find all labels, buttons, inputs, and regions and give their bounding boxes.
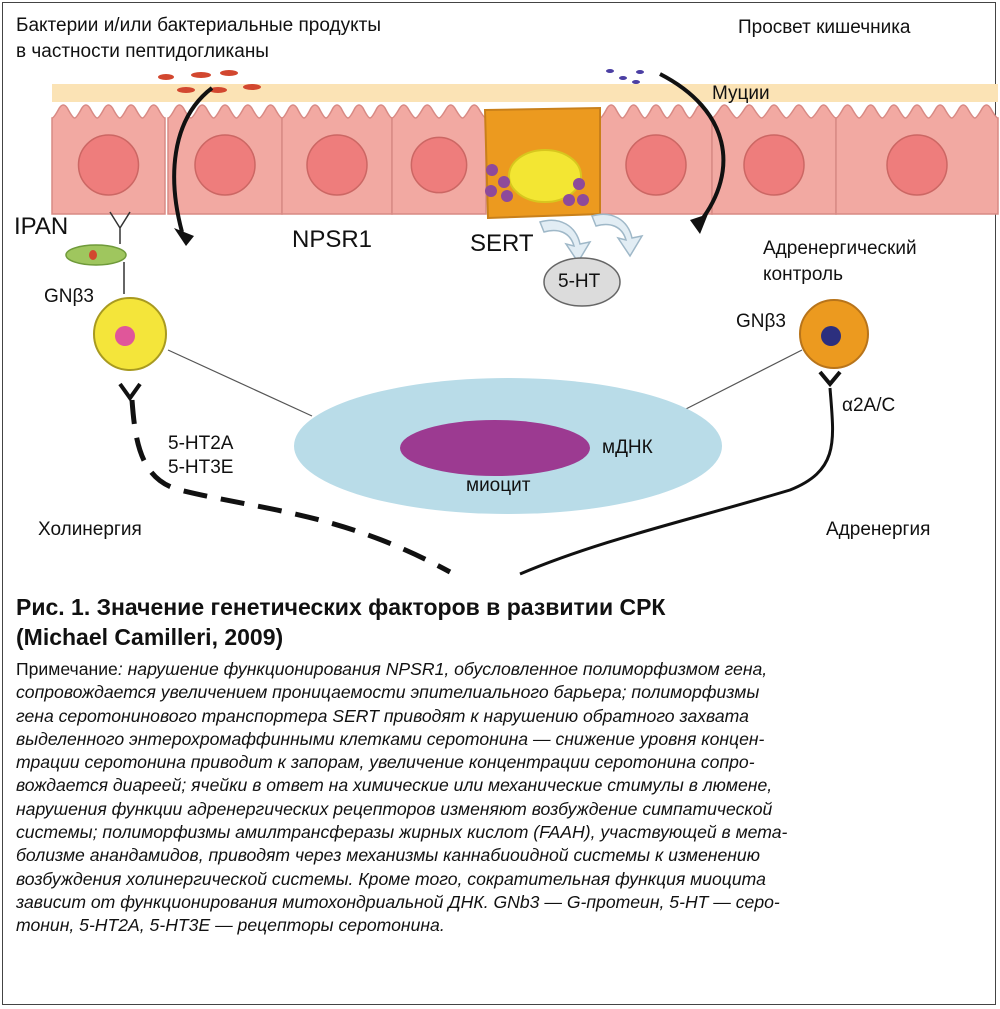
enterochromaffin-cell (483, 106, 601, 220)
note-line: нарушения функции адренергических рецепт… (16, 798, 988, 821)
adrenergy-label: Адренергия (826, 519, 931, 540)
adrenergic-control-label-2: контроль (763, 264, 843, 285)
caption-note: Примечание: нарушение функционирования N… (16, 658, 988, 938)
lumen-label: Просвет кишечника (738, 17, 911, 38)
reuptake-arrows (538, 213, 644, 264)
note-text: зависит от функционирования митохондриал… (16, 891, 780, 912)
note-text: тонин, 5-HT2A, 5-HT3E — рецепторы серото… (16, 915, 445, 936)
note-line: вождается диареей; ячейки в ответ на хим… (16, 774, 988, 797)
connector-left (167, 349, 313, 417)
cell-nucleus (743, 134, 805, 196)
cholinergic-pathway (129, 399, 452, 575)
serotonin-bubble (543, 257, 621, 307)
cholinergy-label: Холинергия (38, 519, 142, 540)
note-line: трации серотонина приводит к запорам, ув… (16, 751, 988, 774)
note-text: сопровождается увеличением проницаемости… (16, 682, 760, 703)
note-text-0: : нарушение функционирования NPSR1, обус… (117, 659, 768, 679)
mucus-layer (52, 84, 998, 102)
note-line: зависит от функционирования митохондриал… (16, 891, 988, 914)
adrenergic-control-label: Адренергический (763, 238, 917, 259)
caption-title-1: Рис. 1. Значение генетических факторов в… (16, 594, 666, 620)
myocyte-label: миоцит (466, 475, 531, 496)
cell-nucleus (886, 134, 948, 196)
note-line: тонин, 5-HT2A, 5-HT3E — рецепторы серото… (16, 914, 988, 937)
alpha-receptor-label: α2A/C (842, 395, 896, 416)
note-line: гена серотонинового транспортера SERT пр… (16, 705, 988, 728)
note-line-0: Примечание: нарушение функционирования N… (16, 658, 988, 681)
note-text: выделенного энтерохромаффинными клетками… (16, 728, 765, 749)
figure-caption: Рис. 1. Значение генетических факторов в… (16, 592, 988, 938)
cell-nucleus (194, 134, 256, 196)
epithelium (51, 104, 999, 215)
note-text: гена серотонинового транспортера SERT пр… (16, 705, 749, 726)
gnb3-left-label: GNβ3 (44, 286, 94, 307)
note-label: Примечание (16, 659, 118, 679)
note-line: возбуждения холинергической системы. Кро… (16, 868, 988, 891)
arrowhead-right-icon (690, 214, 708, 234)
note-text: вождается диареей; ячейки в ответ на хим… (16, 775, 773, 796)
note-line: сопровождается увеличением проницаемости… (16, 681, 988, 704)
ipan-label: IPAN (14, 213, 69, 240)
mucin-particles (606, 69, 644, 84)
mucin-label: Муции (712, 83, 770, 104)
adrenergic-pathway (519, 387, 835, 576)
note-line: системы; полиморфизмы амилтрансферазы жи… (16, 821, 988, 844)
note-text: возбуждения холинергической системы. Кро… (16, 868, 766, 889)
ht3e-label: 5-HT3E (168, 457, 234, 478)
gnb3-right-label: GNβ3 (736, 311, 786, 332)
note-text: болизме анандамидов, приводят через меха… (16, 845, 760, 866)
caption-title-2: (Michael Camilleri, 2009) (16, 624, 284, 650)
note-line: болизме анандамидов, приводят через меха… (16, 844, 988, 867)
diagram-canvas (51, 69, 999, 576)
npsr1-label: NPSR1 (292, 226, 373, 253)
connector-right (679, 349, 803, 413)
ht2a-label: 5-HT2A (168, 433, 234, 454)
note-text: системы; полиморфизмы амилтрансферазы жи… (16, 822, 788, 843)
mitochondrion (400, 420, 590, 476)
mdnk-label: мДНК (602, 437, 653, 458)
penetration-arrow-right (659, 72, 726, 224)
note-text: трации серотонина приводит к запорам, ув… (16, 752, 755, 773)
bacteria-cluster (158, 70, 261, 93)
bacteria-label-2: в частности пептидогликаны (16, 41, 269, 62)
cell-nucleus (410, 136, 468, 194)
cell-nucleus (625, 134, 687, 196)
sert-label: SERT (470, 230, 534, 257)
serotonin-label: 5-HT (558, 271, 601, 292)
adrenergic-neuron (799, 299, 869, 388)
cell-nucleus (306, 134, 368, 196)
penetration-arrow-left (172, 86, 214, 233)
note-line: выделенного энтерохромаффинными клетками… (16, 728, 988, 751)
ipan-neuron (65, 211, 167, 402)
arrowhead-left-icon (174, 228, 194, 246)
note-text: нарушения функции адренергических рецепт… (16, 798, 773, 819)
cell-nucleus (77, 134, 140, 196)
bacteria-label: Бактерии и/или бактериальные продукты (16, 15, 381, 36)
